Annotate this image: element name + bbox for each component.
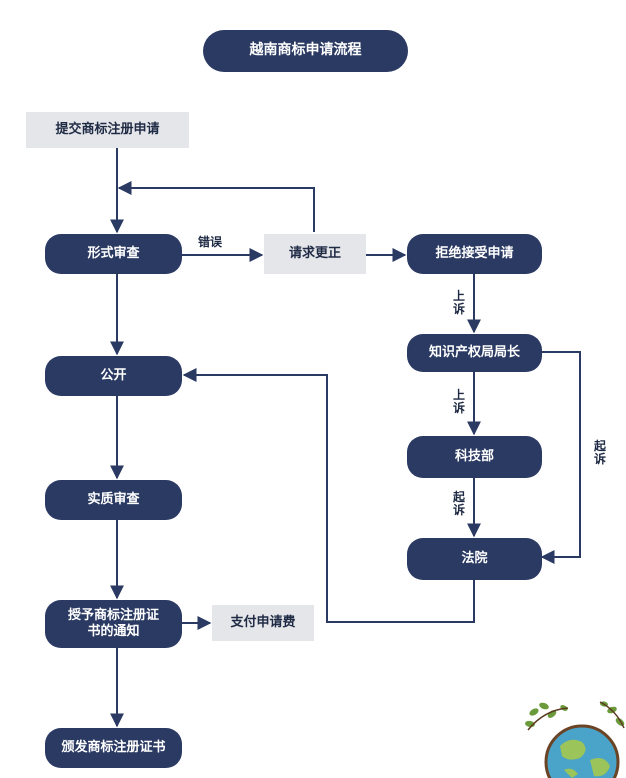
node-issue-certificate: 颁发商标注册证书 <box>45 728 182 768</box>
node-court: 法院 <box>407 538 542 580</box>
globe-plant-decoration <box>525 701 625 778</box>
node-substantive-examination: 实质审查 <box>45 480 182 520</box>
node-reject-application: 拒绝接受申请 <box>407 234 542 274</box>
edge-label-sue-2: 起诉 <box>593 439 606 466</box>
edge-label-appeal-1: 上诉 <box>452 289 465 316</box>
edge-label-appeal-2: 上诉 <box>452 388 465 415</box>
node-submit-application: 提交商标注册申请 <box>26 112 189 148</box>
diagram-title: 越南商标申请流程 <box>203 30 408 72</box>
edge-court-to-publish <box>182 368 475 623</box>
node-publication: 公开 <box>45 356 182 396</box>
node-grant-notice: 授予商标注册证书的通知 <box>45 600 182 648</box>
node-formal-examination: 形式审查 <box>45 234 182 274</box>
node-ministry-of-science: 科技部 <box>407 436 542 478</box>
edge-correction-loop <box>117 181 315 232</box>
edge-label-error: 错误 <box>198 235 223 249</box>
edge-director-to-court <box>540 351 581 564</box>
node-pay-fee: 支付申请费 <box>212 605 314 641</box>
edge-label-sue-1: 起诉 <box>452 490 465 517</box>
node-ip-office-director: 知识产权局局长 <box>407 334 542 372</box>
node-request-correction: 请求更正 <box>264 234 366 274</box>
